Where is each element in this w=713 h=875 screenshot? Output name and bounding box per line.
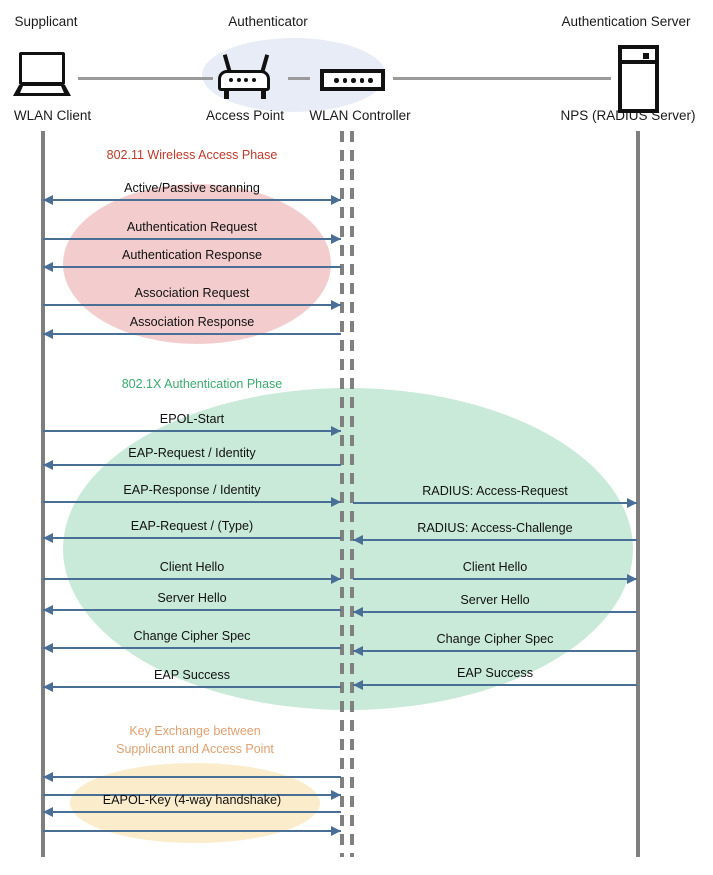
arrowhead-right-icon <box>331 825 341 836</box>
message-line <box>353 502 637 504</box>
arrowhead-right-icon <box>331 789 341 800</box>
arrowhead-right-icon <box>331 573 341 584</box>
message-label: Association Request <box>134 286 250 300</box>
arrowhead-right-icon <box>331 496 341 507</box>
message-label: Client Hello <box>159 560 225 574</box>
message-label: Change Cipher Spec <box>133 629 251 643</box>
message-line <box>43 794 341 796</box>
message-label: EPOL-Start <box>159 412 225 426</box>
phase-blob-dot1x-auth <box>63 388 633 710</box>
arrowhead-right-icon <box>331 425 341 436</box>
message-label: RADIUS: Access-Request <box>422 484 568 498</box>
actor-name-wlan-client: WLAN Client <box>13 108 92 123</box>
message-line <box>353 684 637 686</box>
server-icon <box>618 45 659 113</box>
lifeline-supplicant <box>41 131 45 857</box>
message-line <box>43 238 341 240</box>
message-label: Active/Passive scanning <box>124 181 260 195</box>
arrowhead-left-icon <box>43 459 53 470</box>
arrowhead-right-icon <box>627 573 637 584</box>
phase-blob-wireless-access <box>63 184 331 344</box>
arrowhead-left-icon <box>353 534 363 545</box>
message-label: RADIUS: Access-Challenge <box>417 521 573 535</box>
message-line <box>43 430 341 432</box>
arrowhead-left-icon <box>43 604 53 615</box>
message-line <box>43 609 341 611</box>
wlan-controller-icon <box>320 55 385 95</box>
message-line <box>43 199 341 201</box>
message-label: EAPOL-Key (4-way handshake) <box>102 793 282 807</box>
lifeline-access-point <box>340 131 344 857</box>
actor-role-authentication-server: Authentication Server <box>561 14 691 29</box>
lifeline-authentication-server <box>636 131 640 857</box>
actor-name-nps-radius-server: NPS (RADIUS Server) <box>560 108 696 123</box>
laptop-icon <box>13 52 71 98</box>
message-line <box>43 537 341 539</box>
message-line <box>353 611 637 613</box>
phase-title-key-exchange-line2: Supplicant and Access Point <box>116 742 274 756</box>
access-point-icon <box>216 54 274 100</box>
message-label: EAP-Request / Identity <box>128 446 256 460</box>
message-label: EAP Success <box>456 666 534 680</box>
message-line <box>43 578 341 580</box>
arrowhead-left-icon <box>43 642 53 653</box>
message-line <box>43 333 341 335</box>
arrowhead-left-icon <box>43 261 53 272</box>
lifeline-wlan-controller <box>350 131 354 857</box>
message-line <box>43 776 341 778</box>
message-line <box>43 830 341 832</box>
arrowhead-left-icon <box>353 606 363 617</box>
message-label: EAP-Response / Identity <box>123 483 261 497</box>
message-line <box>353 539 637 541</box>
arrowhead-right-icon <box>627 497 637 508</box>
message-line <box>43 686 341 688</box>
message-label: Authentication Response <box>121 248 263 262</box>
arrowhead-left-icon <box>43 681 53 692</box>
message-label: EAP Success <box>153 668 231 682</box>
arrowhead-left-icon <box>43 328 53 339</box>
arrowhead-left-icon <box>43 771 53 782</box>
actor-name-access-point: Access Point <box>205 108 285 123</box>
message-label: Authentication Request <box>126 220 258 234</box>
phase-title-dot1x-auth: 802.1X Authentication Phase <box>121 377 283 391</box>
phase-title-wireless-access: 802.11 Wireless Access Phase <box>106 148 278 162</box>
message-line <box>353 650 637 652</box>
message-label: Change Cipher Spec <box>436 632 554 646</box>
message-line <box>353 578 637 580</box>
message-line <box>43 304 341 306</box>
actor-role-authenticator: Authenticator <box>228 14 308 29</box>
message-label: EAP-Request / (Type) <box>130 519 254 533</box>
arrowhead-right-icon <box>331 299 341 310</box>
link-client-to-ap <box>78 77 213 80</box>
arrowhead-left-icon <box>43 806 53 817</box>
arrowhead-left-icon <box>353 645 363 656</box>
phase-title-key-exchange: Key Exchange between Supplicant and Acce… <box>60 722 330 758</box>
message-label: Association Response <box>129 315 255 329</box>
message-line <box>43 501 341 503</box>
arrowhead-left-icon <box>353 679 363 690</box>
actor-name-wlan-controller: WLAN Controller <box>309 108 411 123</box>
actor-role-supplicant: Supplicant <box>14 14 78 29</box>
message-line <box>43 647 341 649</box>
link-controller-to-server <box>393 77 611 80</box>
arrowhead-left-icon <box>43 532 53 543</box>
message-line <box>43 266 341 268</box>
phase-title-key-exchange-line1: Key Exchange between <box>129 724 261 738</box>
arrowhead-left-icon <box>43 194 53 205</box>
link-ap-to-controller <box>288 77 310 80</box>
message-label: Server Hello <box>460 593 530 607</box>
message-label: Client Hello <box>462 560 528 574</box>
arrowhead-right-icon <box>331 233 341 244</box>
message-line <box>43 811 341 813</box>
message-line <box>43 464 341 466</box>
arrowhead-right-icon <box>331 194 341 205</box>
message-label: Server Hello <box>157 591 227 605</box>
